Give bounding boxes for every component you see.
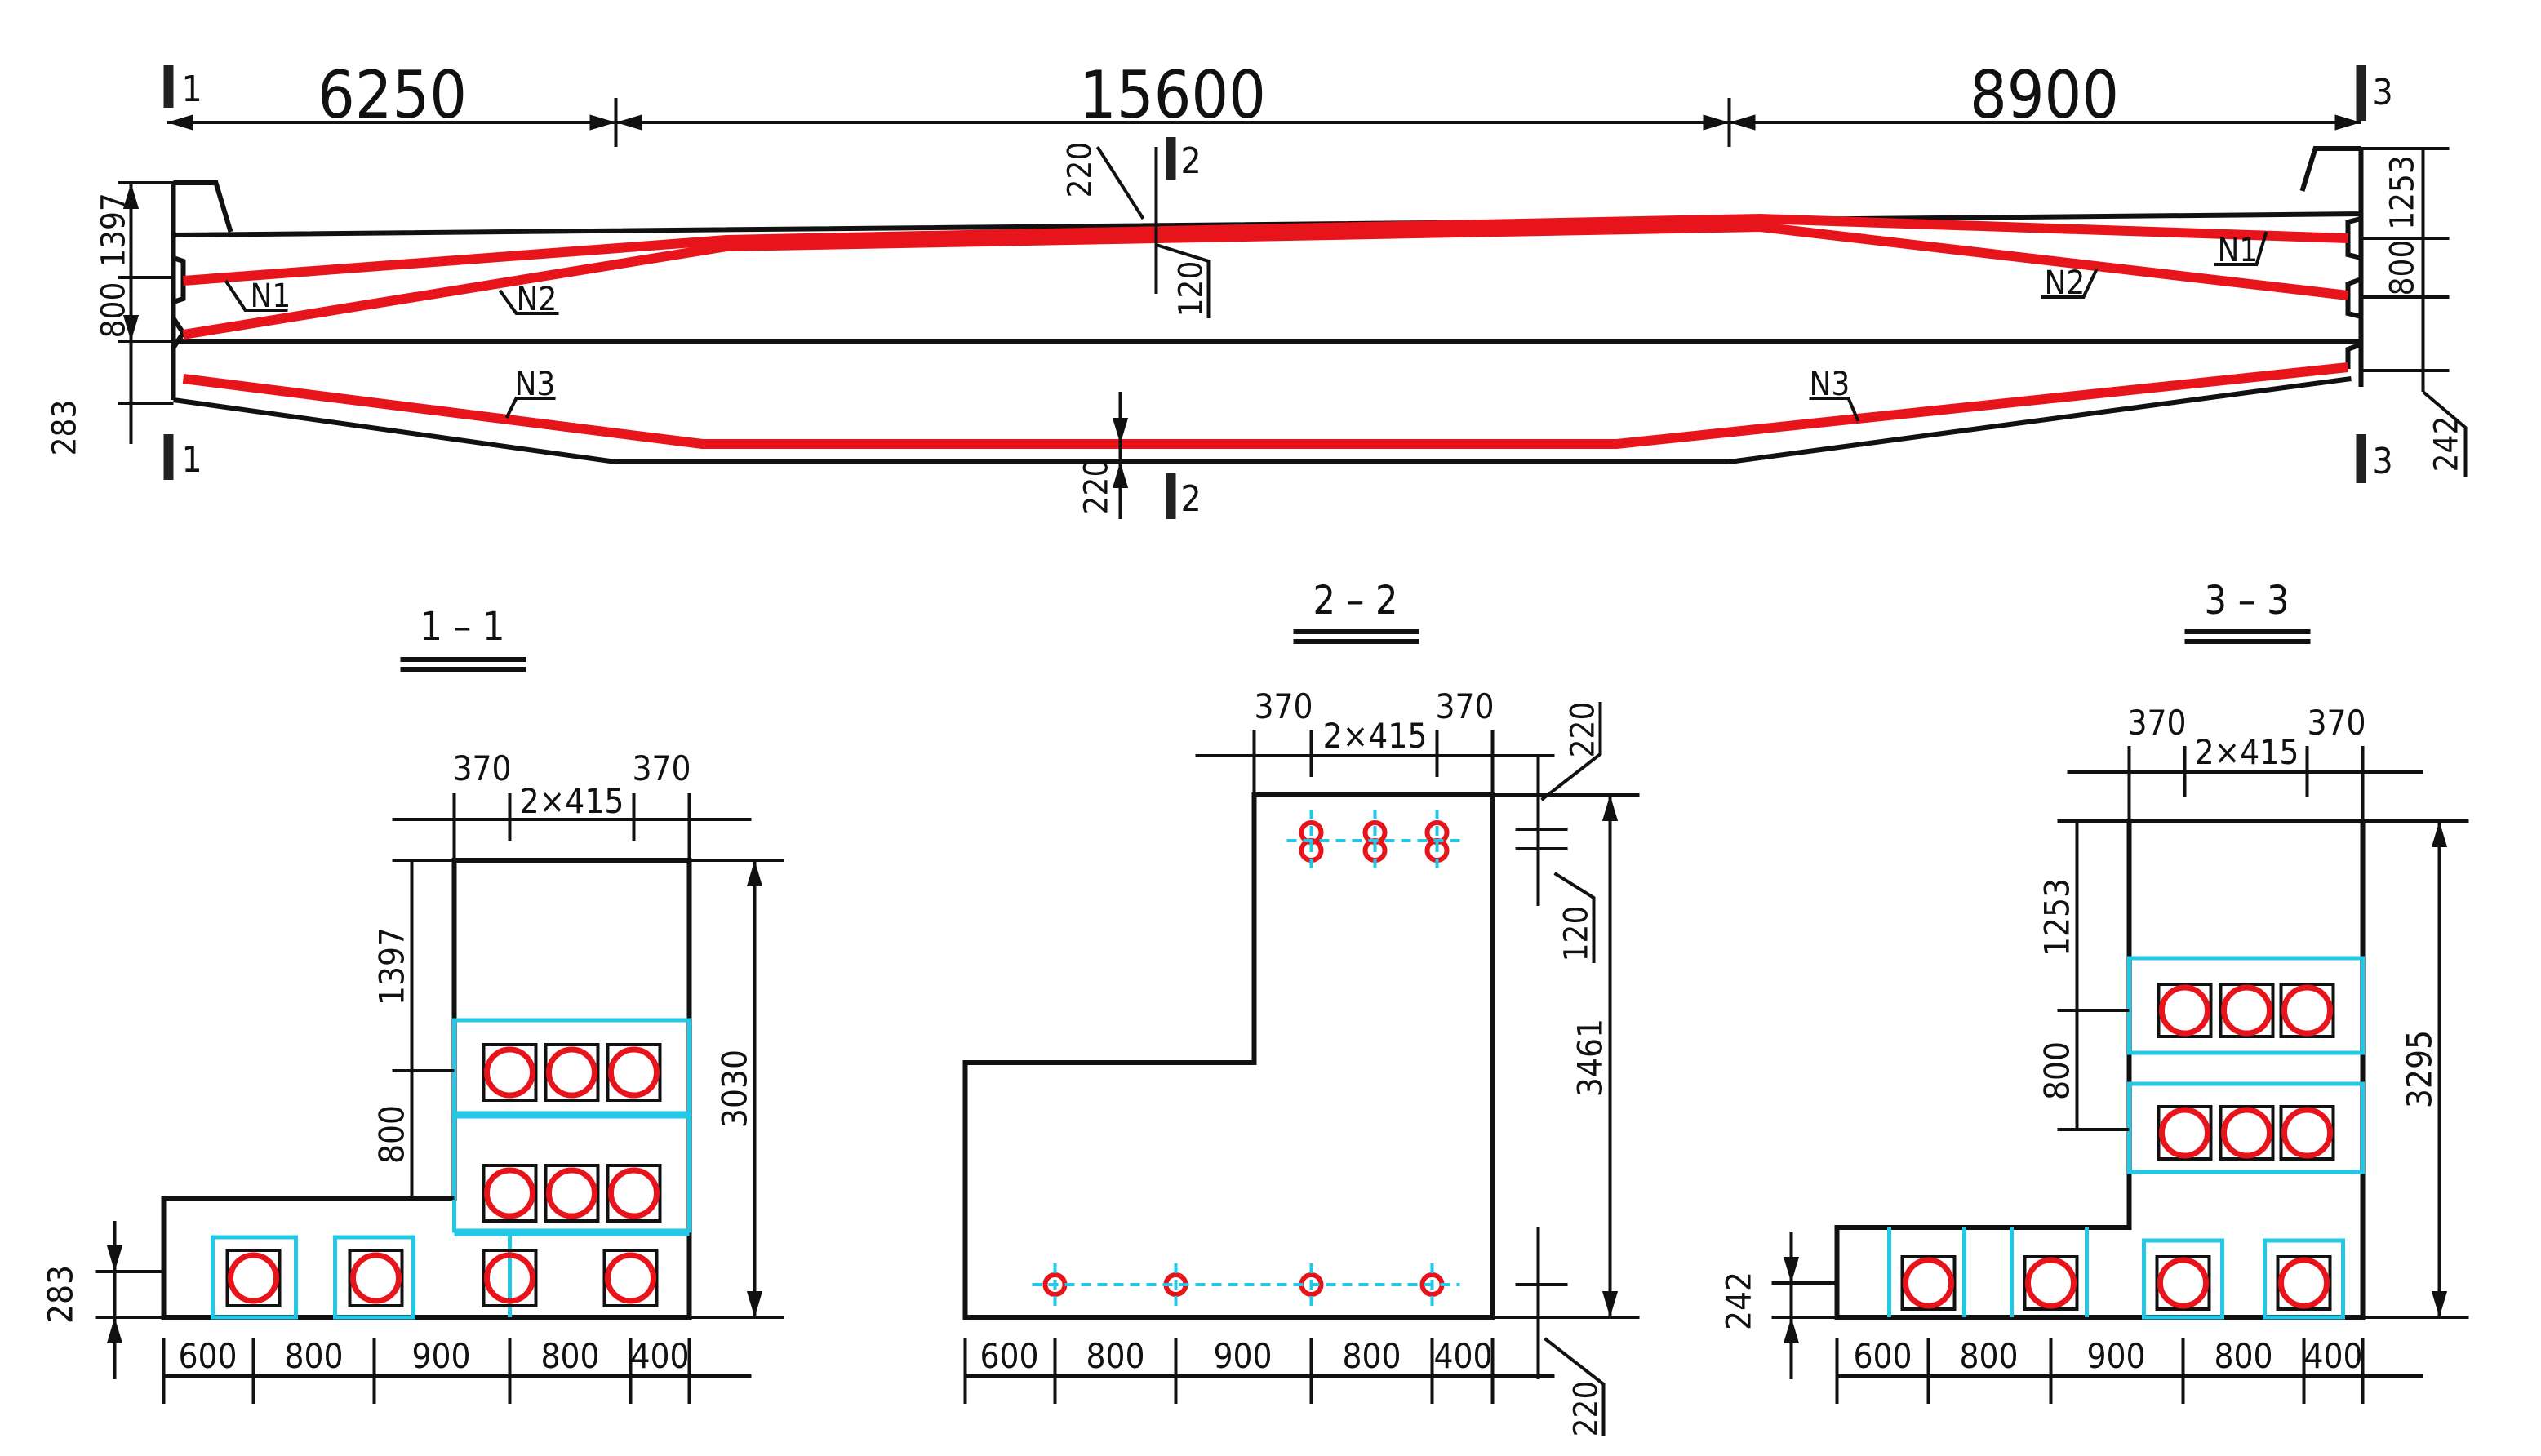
section-title-1: 1 – 1: [420, 604, 505, 650]
cut-mark-1-top: [163, 65, 174, 108]
tendon-n2: [182, 222, 2349, 340]
label-n1-right: N1: [2218, 232, 2259, 269]
cut-label-1-top: 1: [182, 69, 202, 110]
section-3-3: 3 – 3: [1719, 578, 2469, 1404]
s1-top-dim-2: 370: [632, 748, 691, 788]
s3-bottom-dim-2: 900: [2086, 1336, 2145, 1376]
dim-15600: 15600: [1079, 57, 1266, 133]
s2-bottom-dim-0: 600: [980, 1336, 1038, 1376]
cut-mark-1-bottom: [163, 434, 174, 480]
s3-bottom-dim-4: 400: [2303, 1336, 2362, 1376]
elev-dim-800-right: 800: [2384, 240, 2422, 296]
s3-top-dim-0: 370: [2127, 703, 2186, 743]
s1-bottom-dim-3: 800: [540, 1336, 599, 1376]
s2-bottom-dim-4: 400: [1433, 1336, 1492, 1376]
s1-bottom-dim-4: 400: [630, 1336, 689, 1376]
cut-label-2-bottom: 2: [1181, 478, 1202, 520]
elev-dim-1253: 1253: [2384, 155, 2422, 230]
section-1-1: 1 – 1: [41, 604, 784, 1404]
s3-bottom-dim-1: 800: [1959, 1336, 2018, 1376]
section-2-outline: [962, 792, 1495, 1320]
s2-bottom-dim-2: 900: [1213, 1336, 1272, 1376]
s3-top-dim-2: 370: [2307, 703, 2366, 743]
cut-mark-2-bottom: [1166, 473, 1176, 519]
s1-bottom-dim-1: 800: [284, 1336, 343, 1376]
cut-label-3-top: 3: [2373, 72, 2393, 113]
section-3-outline: [1834, 819, 2366, 1320]
s1-top-dim-1: 2×415: [520, 781, 624, 821]
label-n2-right: N2: [2045, 264, 2086, 302]
elev-dim-800-left: 800: [96, 282, 133, 339]
s1-bottom-dim-0: 600: [178, 1336, 237, 1376]
s3-bottom-dim-0: 600: [1853, 1336, 1912, 1376]
s3-top-dim-1: 2×415: [2195, 732, 2299, 772]
s1-left-dim-1: 800: [372, 1105, 412, 1164]
s1-top-dim-0: 370: [452, 748, 511, 788]
s1-left-dim-2: 283: [41, 1265, 81, 1324]
elev-dim-220-bottom: 220: [1078, 459, 1116, 515]
cut-label-1-bottom: 1: [182, 439, 202, 481]
s3-right-dim: 3295: [2400, 1030, 2440, 1108]
s3-left-dim-2: 242: [1719, 1272, 1759, 1330]
s3-bottom-dim-3: 800: [2214, 1336, 2272, 1376]
section-title-3: 3 – 3: [2205, 578, 2290, 624]
section-2-ducts: [1032, 810, 1464, 1306]
cut-mark-3-bottom: [2356, 434, 2366, 483]
section-title-2: 2 – 2: [1313, 578, 1398, 624]
s2-right-dim-2: 3461: [1570, 1019, 1610, 1097]
label-n2-left: N2: [517, 281, 558, 318]
section-2-2: 2 – 2 370 2×415 370: [962, 578, 1640, 1437]
cut-mark-2-top: [1166, 137, 1176, 180]
s2-top-dim-2: 370: [1435, 686, 1494, 726]
cut-label-3-bottom: 3: [2373, 441, 2393, 482]
label-n3-right: N3: [1810, 366, 1850, 403]
section-3-ducts: [1900, 983, 2335, 1311]
elev-dim-120: 120: [1173, 261, 1211, 317]
label-n3-left: N3: [515, 366, 556, 403]
elev-dim-220-top: 220: [1062, 142, 1099, 198]
beam-elevation: 6250 15600 8900 1 1 3 3 2 2 N1 N2 N3 N3: [47, 57, 2468, 520]
label-n1-left: N1: [251, 277, 291, 315]
section-1-ducts: [225, 1043, 662, 1307]
s1-bottom-dim-2: 900: [411, 1336, 470, 1376]
s2-right-dim-1: 120: [1558, 906, 1596, 962]
s2-right-dim-3: 220: [1568, 1381, 1606, 1437]
s2-bottom-dim-3: 800: [1342, 1336, 1401, 1376]
elev-dim-283: 283: [47, 400, 84, 456]
elev-dim-1397: 1397: [96, 193, 133, 268]
s2-right-dim-0: 220: [1565, 702, 1602, 758]
s2-top-dim-1: 2×415: [1323, 716, 1428, 756]
cut-mark-3-top: [2356, 65, 2366, 121]
s1-right-dim: 3030: [715, 1050, 755, 1128]
tendon-n3: [182, 362, 2349, 449]
s3-left-dim-1: 800: [2037, 1041, 2077, 1100]
tendon-n1: [183, 214, 2348, 286]
s3-left-dim-0: 1253: [2037, 878, 2077, 957]
cut-label-2-top: 2: [1181, 140, 1202, 182]
s2-top-dim-0: 370: [1254, 686, 1313, 726]
dim-6250: 6250: [318, 57, 467, 133]
elev-dim-242: 242: [2428, 416, 2466, 473]
s2-bottom-dim-1: 800: [1086, 1336, 1144, 1376]
s1-left-dim-0: 1397: [372, 927, 412, 1005]
dim-8900: 8900: [1970, 57, 2119, 133]
